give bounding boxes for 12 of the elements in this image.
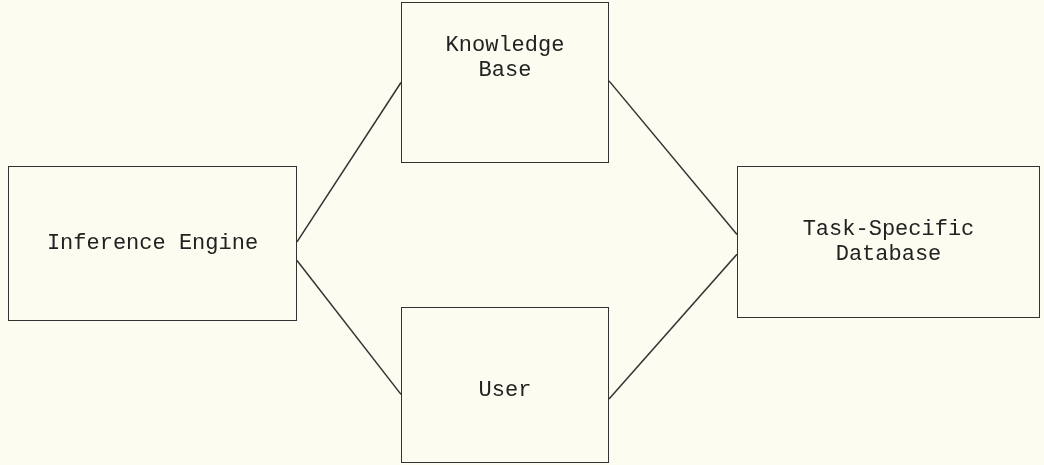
box-label: Inference Engine: [45, 231, 260, 256]
process-box: [401, 2, 609, 163]
connector-line: [296, 259, 402, 396]
process-box: [401, 307, 609, 463]
connector-line: [296, 81, 402, 243]
connector-line: [608, 253, 738, 400]
process-box: [737, 166, 1040, 318]
connector-line: [608, 80, 738, 236]
box-label: Knowledge Base: [444, 33, 566, 83]
box-label: User: [477, 377, 533, 403]
box-label: Task-Specific Database: [801, 217, 976, 267]
process-box: [8, 166, 297, 321]
